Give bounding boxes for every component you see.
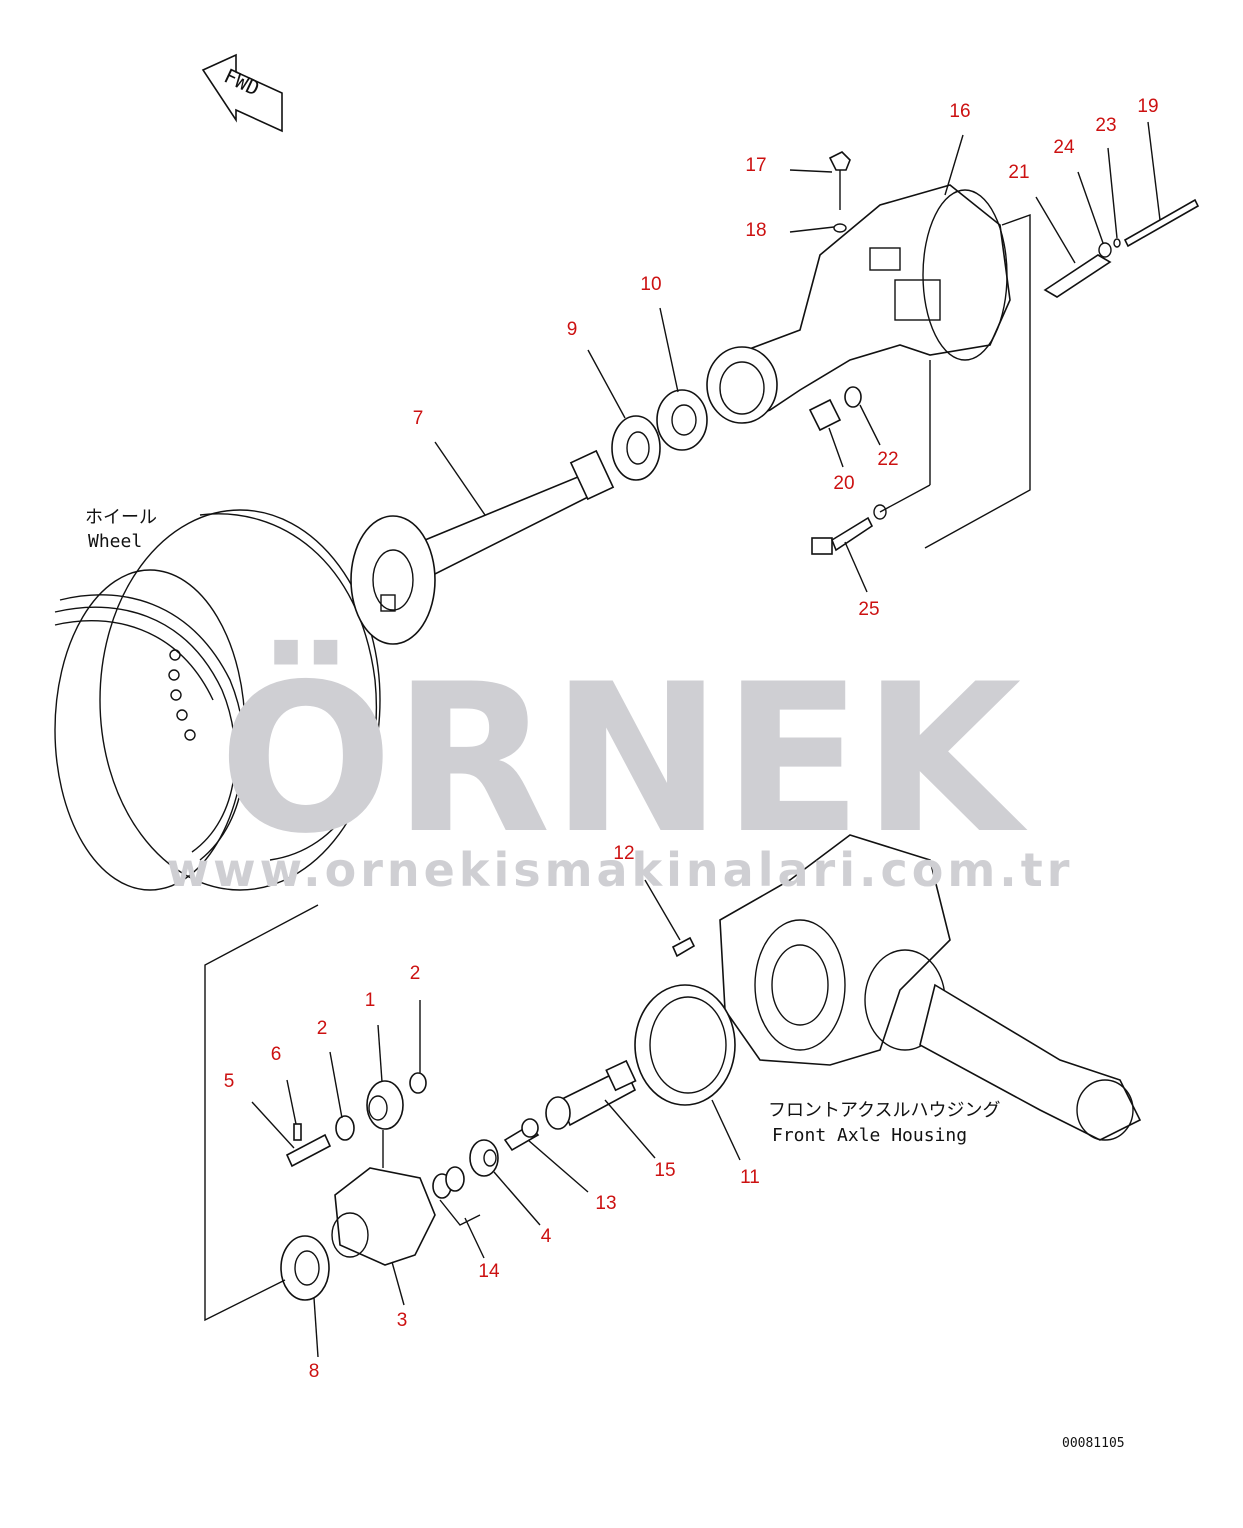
callout-c14: 14 [478, 1261, 500, 1282]
callout-c6: 6 [271, 1044, 282, 1065]
group-bracket-lower [204, 904, 319, 1322]
callout-c20: 20 [833, 473, 854, 494]
group-bracket-upper [924, 214, 1031, 549]
housing-label-jp: フロントアクスルハウジング [768, 1100, 1001, 1121]
callout-c13: 13 [595, 1193, 616, 1214]
callout-c5: 5 [224, 1071, 235, 1092]
ring-gear-11 [634, 984, 736, 1106]
forward-arrow-icon: FWD [201, 53, 283, 133]
planet-gear-1 [366, 1080, 404, 1130]
callout-c11: 11 [740, 1167, 760, 1188]
callout-c2a: 2 [317, 1018, 328, 1039]
washer-25 [873, 504, 887, 520]
callout-c7: 7 [413, 408, 424, 429]
callout-c15: 15 [654, 1160, 675, 1181]
axle-housing-16 [706, 184, 1011, 424]
drawing-code: 00081105 [1062, 1436, 1125, 1451]
nut-22 [844, 386, 862, 408]
wheel-bolt-holes [168, 649, 196, 741]
callout-c2b: 2 [410, 963, 421, 984]
callout-c22: 22 [877, 449, 898, 470]
o-ring-23 [1113, 238, 1121, 248]
callout-c8: 8 [309, 1361, 320, 1382]
bearing-10 [656, 389, 708, 451]
wheel-drawing: ホイール Wheel [54, 507, 381, 891]
washer-24 [1098, 242, 1112, 258]
callout-c25: 25 [858, 599, 879, 620]
bearing-8 [280, 1235, 330, 1301]
o-ring-18 [833, 223, 847, 233]
pin-12 [671, 936, 696, 958]
callout-c10: 10 [640, 274, 661, 295]
leader-lines [251, 121, 1161, 1358]
callout-c23: 23 [1095, 115, 1116, 136]
callout-c4: 4 [541, 1226, 552, 1247]
housing-label-en: Front Axle Housing [772, 1125, 967, 1146]
callout-c12: 12 [613, 843, 634, 864]
watermark-brand: ÖRNEK [219, 640, 1029, 879]
callout-c16: 16 [949, 101, 970, 122]
planet-carrier-3 [331, 1167, 436, 1266]
bolt-25 [811, 516, 874, 555]
callout-c19: 19 [1137, 96, 1158, 117]
shaft-19 [1123, 198, 1200, 248]
axle-shaft [350, 449, 615, 645]
breather-17 [828, 151, 851, 210]
sun-gear-shaft-15 [545, 1059, 637, 1130]
bolt-13 [503, 1118, 540, 1152]
washer-2b [409, 1072, 427, 1094]
callout-c21: 21 [1008, 162, 1029, 183]
watermark-url: www.ornekismakinalari.com.tr [167, 843, 1074, 897]
pin-6 [293, 1123, 302, 1141]
front-axle-housing-drawing [719, 834, 1142, 1141]
callout-c17: 17 [745, 155, 766, 176]
thrust-plate-4 [469, 1139, 499, 1177]
stud-21 [1043, 254, 1112, 298]
callout-c24: 24 [1053, 137, 1075, 158]
wheel-label-en: Wheel [88, 531, 142, 552]
wheel-label-jp: ホイール [85, 507, 157, 528]
callout-c18: 18 [745, 220, 766, 241]
shims-14 [432, 1166, 465, 1199]
washer-2a [335, 1115, 355, 1141]
callout-numbers: 1223456789101112131415161718192021222324… [224, 96, 1159, 1382]
callout-c3: 3 [397, 1310, 408, 1331]
washer-9 [611, 415, 661, 481]
callout-c1: 1 [365, 990, 376, 1011]
callout-c9: 9 [567, 319, 578, 340]
shaft-5 [285, 1133, 332, 1168]
nut-20 [808, 398, 842, 432]
watermark: ÖRNEK www.ornekismakinalari.com.tr [167, 640, 1074, 897]
